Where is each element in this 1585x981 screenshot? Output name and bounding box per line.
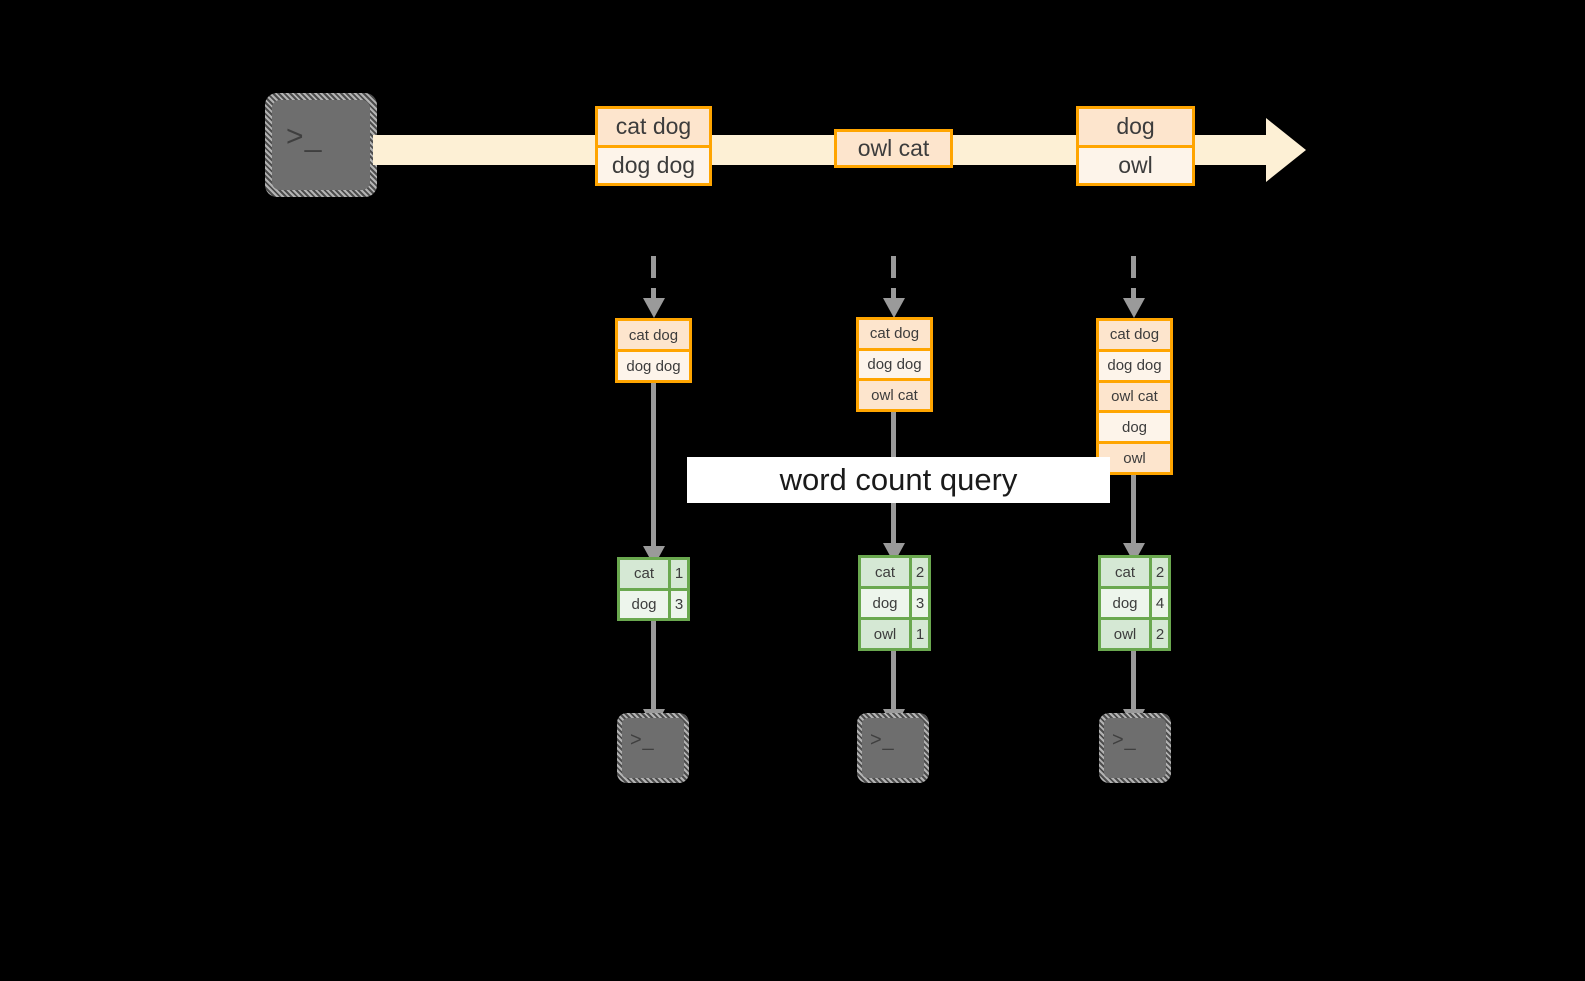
result-table-2-row-3-count: 1 [915,625,925,643]
result-table-3-row-2-count: 4 [1155,594,1165,612]
result-table-1-row-1-word: cat [620,560,671,588]
input-table-3[interactable]: cat dog dog dog owl cat dog owl [1096,318,1173,475]
sink-terminal-2[interactable]: >_ [857,713,929,783]
word-count-query-label: word count query [687,457,1110,503]
result-table-3-row-2: dog 4 [1101,586,1168,617]
input-table-3-row-1: cat dog [1099,321,1170,349]
result-table-1-row-1-count: 1 [674,565,684,583]
result-table-3-row-3-count: 2 [1155,625,1165,643]
result-table-1-row-2-count: 3 [674,595,684,613]
sink-terminal-3[interactable]: >_ [1099,713,1171,783]
stream-event-3[interactable]: dog owl [1076,106,1195,186]
result-table-3-row-1: cat 2 [1101,558,1168,586]
sink-terminal-1[interactable]: >_ [617,713,689,783]
stream-event-3-line-2: owl [1079,144,1192,183]
result-table-3-row-1-word: cat [1101,558,1152,586]
input-table-1-row-1: cat dog [618,321,689,349]
result-table-3-row-3-word: owl [1101,620,1152,648]
connector-stream-to-input-3 [1123,256,1153,318]
connector-stream-to-input-2 [883,256,913,318]
connector-result-to-sink-1 [643,621,673,729]
input-table-2[interactable]: cat dog dog dog owl cat [856,317,933,412]
terminal-prompt-glyph: >_ [870,729,895,751]
terminal-screen: >_ [272,100,370,190]
result-table-3-row-2-word: dog [1101,589,1152,617]
connector-input-to-result-3 [1123,475,1153,563]
connector-stream-to-input-1 [643,256,673,318]
result-table-2-row-1: cat 2 [861,558,928,586]
terminal-screen: >_ [862,718,924,778]
result-table-3-row-3: owl 2 [1101,617,1168,648]
result-table-2[interactable]: cat 2 dog 3 owl 1 [858,555,931,651]
terminal-prompt-glyph: >_ [1112,729,1137,751]
stream-event-1[interactable]: cat dog dog dog [595,106,712,186]
result-table-3-row-1-count: 2 [1155,563,1165,581]
result-table-2-row-2-word: dog [861,589,912,617]
result-table-2-row-2-count: 3 [915,594,925,612]
stream-event-1-line-1: cat dog [598,109,709,145]
input-table-2-row-3: owl cat [859,378,930,410]
terminal-prompt-glyph: >_ [630,729,655,751]
input-table-3-row-4: dog [1099,410,1170,442]
result-table-2-row-2: dog 3 [861,586,928,617]
result-table-2-row-1-word: cat [861,558,912,586]
stream-event-2[interactable]: owl cat [834,129,953,168]
terminal-screen: >_ [1104,718,1166,778]
connector-input-to-result-1 [643,383,673,566]
input-table-3-row-5: owl [1099,441,1170,472]
input-table-2-row-1: cat dog [859,320,930,348]
stream-event-2-line-1: owl cat [837,132,950,165]
input-table-1-row-2: dog dog [618,349,689,380]
input-table-2-row-2: dog dog [859,347,930,379]
result-table-2-row-3-word: owl [861,620,912,648]
result-table-2-row-1-count: 2 [915,563,925,581]
terminal-prompt-glyph: >_ [286,120,323,153]
terminal-screen: >_ [622,718,684,778]
result-table-1[interactable]: cat 1 dog 3 [617,557,690,621]
result-table-3[interactable]: cat 2 dog 4 owl 2 [1098,555,1171,651]
result-table-2-row-3: owl 1 [861,617,928,648]
input-table-3-row-2: dog dog [1099,348,1170,380]
stream-arrow-head [1266,118,1306,182]
input-table-1[interactable]: cat dog dog dog [615,318,692,383]
source-terminal-icon[interactable]: >_ [265,93,377,197]
result-table-1-row-2: dog 3 [620,587,687,618]
stream-event-3-line-1: dog [1079,109,1192,145]
result-table-1-row-2-word: dog [620,590,671,618]
stream-event-1-line-2: dog dog [598,144,709,183]
result-table-1-row-1: cat 1 [620,560,687,588]
input-table-3-row-3: owl cat [1099,379,1170,411]
